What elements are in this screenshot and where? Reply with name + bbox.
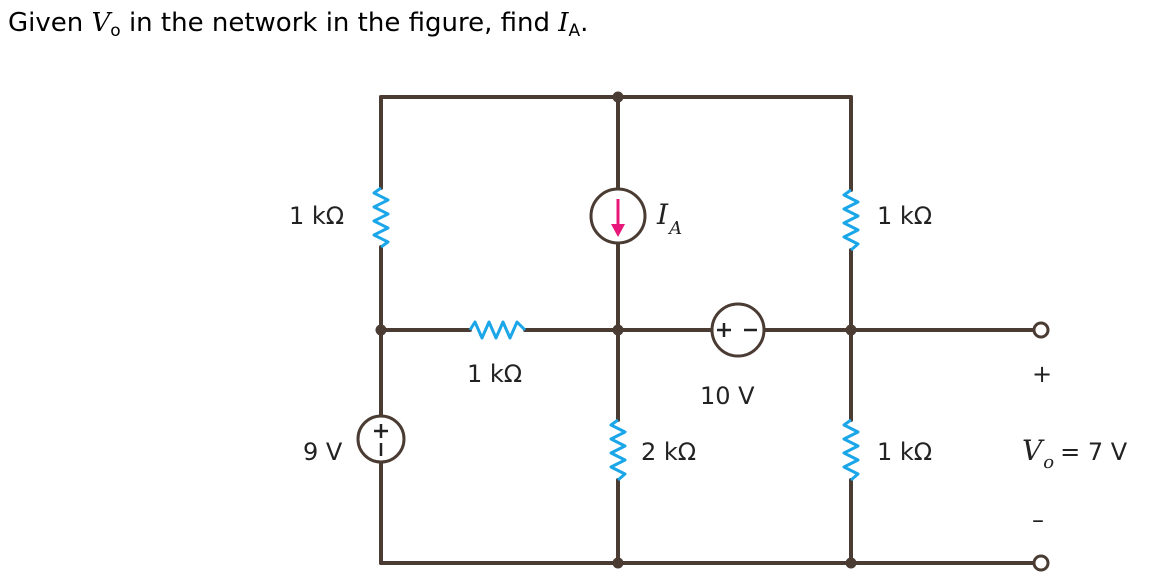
voltage-source-9v [356, 414, 406, 464]
node-top-center [612, 91, 624, 103]
resistor-top-left [372, 186, 390, 249]
vo-subscript: o [110, 21, 121, 41]
junction-nodes [375, 91, 857, 569]
question-middle: in the network in the figure, find [120, 8, 559, 38]
label-r-top-right: 1 kΩ [877, 202, 932, 230]
node-mid-left [375, 324, 387, 336]
resistor-bottom-right [842, 418, 860, 482]
resistor-middle-horizontal [468, 320, 527, 340]
label-source-10v: 10 V [700, 382, 755, 410]
ia-symbol: I [558, 8, 569, 38]
label-output-plus: + [1032, 360, 1052, 388]
output-terminal-top [1032, 321, 1050, 339]
node-bottom-center [612, 557, 624, 569]
question-suffix: . [580, 8, 589, 38]
output-terminal-bottom [1032, 554, 1050, 572]
node-mid-right [845, 324, 857, 336]
question-prefix: Given [8, 8, 92, 38]
label-source-9v: 9 V [303, 438, 343, 466]
resistor-top-right [842, 188, 860, 252]
label-r-top-left: 1 kΩ [289, 202, 344, 230]
node-mid-center [612, 324, 624, 336]
vo-symbol: V [91, 8, 111, 38]
label-current-source: IA [656, 198, 682, 239]
node-bottom-right [845, 557, 857, 569]
question-text: Given Vo in the network in the figure, f… [8, 6, 588, 40]
label-r-bottom-center: 2 kΩ [641, 438, 696, 466]
label-r-middle-horizontal: 1 kΩ [467, 360, 522, 388]
resistors [372, 186, 860, 482]
current-source-ia [589, 187, 647, 245]
voltage-source-10v [710, 302, 766, 358]
label-output-voltage: Vo= 7 V [1022, 434, 1128, 473]
ia-subscript: A [568, 21, 581, 41]
resistor-bottom-center [609, 418, 627, 482]
label-output-minus: – [1032, 506, 1044, 534]
label-r-bottom-right: 1 kΩ [877, 438, 932, 466]
